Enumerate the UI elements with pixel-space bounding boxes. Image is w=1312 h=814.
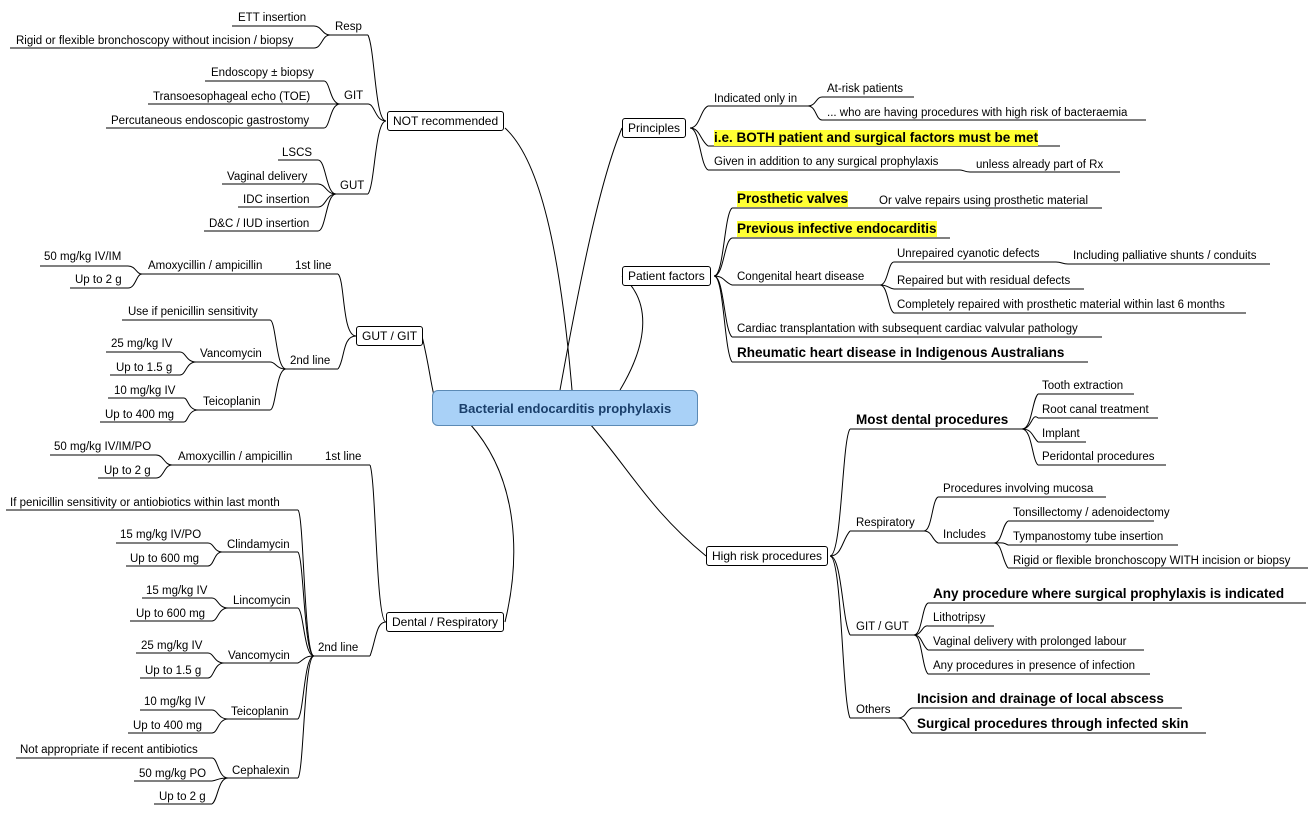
- leaf-root-canal[interactable]: Root canal treatment: [1042, 404, 1149, 416]
- node-most-dental-procedures[interactable]: Most dental procedures: [856, 412, 1009, 427]
- node-dental-1st-line[interactable]: 1st line: [325, 451, 362, 463]
- leaf-dental-amox-dose[interactable]: 50 mg/kg IV/IM/PO: [54, 441, 152, 453]
- leaf-rheumatic-heart-disease[interactable]: Rheumatic heart disease in Indigenous Au…: [737, 345, 1065, 360]
- leaf-high-risk-bacteraemia[interactable]: ... who are having procedures with high …: [827, 107, 1128, 119]
- node-resp[interactable]: Resp: [335, 21, 362, 33]
- node-gutgit-teicoplanin[interactable]: Teicoplanin: [203, 396, 261, 408]
- leaf-bronchoscopy-biopsy[interactable]: Rigid or flexible bronchoscopy WITH inci…: [1013, 555, 1291, 567]
- leaf-palliative-shunts[interactable]: Including palliative shunts / conduits: [1073, 250, 1257, 262]
- leaf-peg[interactable]: Percutaneous endoscopic gastrostomy: [111, 115, 310, 127]
- leaf-dental-amox-max[interactable]: Up to 2 g: [104, 465, 151, 477]
- node-gutgit-2nd-line[interactable]: 2nd line: [290, 355, 331, 367]
- node-cephalexin[interactable]: Cephalexin: [232, 765, 290, 777]
- node-gut[interactable]: GUT: [340, 180, 365, 192]
- leaf-clinda-max[interactable]: Up to 600 mg: [130, 553, 200, 565]
- node-dental-amoxycillin[interactable]: Amoxycillin / ampicillin: [178, 451, 293, 463]
- node-dental-vancomycin[interactable]: Vancomycin: [228, 650, 290, 662]
- leaf-dental-teic-max[interactable]: Up to 400 mg: [133, 720, 203, 732]
- leaf-mucosa[interactable]: Procedures involving mucosa: [943, 483, 1094, 495]
- leaf-dental-pen-sensitivity[interactable]: If penicillin sensitivity or antiobiotic…: [10, 497, 280, 509]
- node-hr-respiratory[interactable]: Respiratory: [856, 517, 915, 529]
- leaf-dental-teic-dose[interactable]: 10 mg/kg IV: [144, 696, 206, 708]
- leaf-previous-ie[interactable]: Previous infective endocarditis: [737, 221, 937, 237]
- node-includes[interactable]: Includes: [943, 529, 986, 541]
- leaf-dental-vanc-dose[interactable]: 25 mg/kg IV: [141, 640, 203, 652]
- leaf-prolonged-labour[interactable]: Vaginal delivery with prolonged labour: [933, 636, 1127, 648]
- leaf-valve-repairs[interactable]: Or valve repairs using prosthetic materi…: [879, 195, 1088, 207]
- node-high-risk-procedures[interactable]: High risk procedures: [706, 546, 829, 566]
- leaf-implant[interactable]: Implant: [1042, 428, 1080, 440]
- node-gutgit-vancomycin[interactable]: Vancomycin: [200, 348, 262, 360]
- leaf-linco-max[interactable]: Up to 600 mg: [136, 608, 206, 620]
- node-not-recommended[interactable]: NOT recommended: [387, 111, 505, 131]
- leaf-tonsillectomy[interactable]: Tonsillectomy / adenoidectomy: [1013, 507, 1170, 519]
- leaf-idc-insertion[interactable]: IDC insertion: [243, 194, 310, 206]
- leaf-gutgit-teic-max[interactable]: Up to 400 mg: [105, 409, 175, 421]
- leaf-vaginal-delivery[interactable]: Vaginal delivery: [227, 171, 308, 183]
- leaf-lithotripsy[interactable]: Lithotripsy: [933, 612, 986, 624]
- node-git[interactable]: GIT: [344, 90, 364, 102]
- leaf-incision-drainage[interactable]: Incision and drainage of local abscess: [917, 691, 1164, 706]
- leaf-tympanostomy[interactable]: Tympanostomy tube insertion: [1013, 531, 1164, 543]
- leaf-any-surgical-prophylaxis[interactable]: Any procedure where surgical prophylaxis…: [933, 586, 1285, 601]
- leaf-both-factors[interactable]: i.e. BOTH patient and surgical factors m…: [714, 130, 1039, 146]
- node-unrepaired-cyanotic[interactable]: Unrepaired cyanotic defects: [897, 248, 1040, 260]
- node-gut-git[interactable]: GUT / GIT: [356, 326, 424, 346]
- node-hr-others[interactable]: Others: [856, 704, 891, 716]
- node-dental-2nd-line[interactable]: 2nd line: [318, 642, 359, 654]
- node-principles[interactable]: Principles: [622, 118, 687, 138]
- leaf-tooth-extraction[interactable]: Tooth extraction: [1042, 380, 1124, 392]
- central-topic[interactable]: Bacterial endocarditis prophylaxis: [432, 390, 698, 426]
- leaf-gutgit-vanc-dose[interactable]: 25 mg/kg IV: [111, 338, 173, 350]
- node-clindamycin[interactable]: Clindamycin: [227, 539, 290, 551]
- leaf-toe[interactable]: Transoesophageal echo (TOE): [153, 91, 311, 103]
- leaf-dc-iud[interactable]: D&C / IUD insertion: [209, 218, 310, 230]
- leaf-prosthetic-valves[interactable]: Prosthetic valves: [737, 191, 849, 207]
- node-hr-git-gut[interactable]: GIT / GUT: [856, 621, 909, 633]
- leaf-gutgit-amox-dose[interactable]: 50 mg/kg IV/IM: [44, 251, 122, 263]
- node-lincomycin[interactable]: Lincomycin: [233, 595, 291, 607]
- leaf-infected-skin[interactable]: Surgical procedures through infected ski…: [917, 716, 1189, 731]
- leaf-linco-dose[interactable]: 15 mg/kg IV: [146, 585, 208, 597]
- leaf-gutgit-amox-max[interactable]: Up to 2 g: [75, 274, 122, 286]
- leaf-ceph-note[interactable]: Not appropriate if recent antibiotics: [20, 744, 198, 756]
- leaf-peridontal[interactable]: Peridontal procedures: [1042, 451, 1155, 463]
- node-indicated-only-in[interactable]: Indicated only in: [714, 93, 798, 105]
- leaf-ceph-max[interactable]: Up to 2 g: [159, 791, 206, 803]
- node-patient-factors[interactable]: Patient factors: [622, 266, 711, 286]
- leaf-lscs[interactable]: LSCS: [282, 147, 313, 159]
- leaf-at-risk-patients[interactable]: At-risk patients: [827, 83, 904, 95]
- leaf-gutgit-pen-sensitivity[interactable]: Use if penicillin sensitivity: [128, 306, 258, 318]
- node-gutgit-amoxycillin[interactable]: Amoxycillin / ampicillin: [148, 260, 263, 272]
- leaf-endoscopy[interactable]: Endoscopy ± biopsy: [211, 67, 314, 79]
- leaf-repaired-residual[interactable]: Repaired but with residual defects: [897, 275, 1071, 287]
- node-gutgit-1st-line[interactable]: 1st line: [295, 260, 332, 272]
- node-dental-respiratory[interactable]: Dental / Respiratory: [386, 612, 505, 632]
- leaf-cardiac-transplantation[interactable]: Cardiac transplantation with subsequent …: [737, 323, 1078, 335]
- node-dental-teicoplanin[interactable]: Teicoplanin: [231, 706, 289, 718]
- leaf-ett-insertion[interactable]: ETT insertion: [238, 12, 307, 24]
- leaf-ceph-dose[interactable]: 50 mg/kg PO: [139, 768, 207, 780]
- node-congenital-heart-disease[interactable]: Congenital heart disease: [737, 271, 865, 283]
- leaf-clinda-dose[interactable]: 15 mg/kg IV/PO: [120, 529, 202, 541]
- leaf-unless-part-of-rx[interactable]: unless already part of Rx: [976, 159, 1104, 171]
- leaf-presence-of-infection[interactable]: Any procedures in presence of infection: [933, 660, 1136, 672]
- leaf-dental-vanc-max[interactable]: Up to 1.5 g: [145, 665, 202, 677]
- leaf-bronchoscopy-no-biopsy[interactable]: Rigid or flexible bronchoscopy without i…: [16, 35, 294, 47]
- node-given-in-addition[interactable]: Given in addition to any surgical prophy…: [714, 156, 939, 168]
- leaf-gutgit-vanc-max[interactable]: Up to 1.5 g: [116, 362, 173, 374]
- leaf-completely-repaired[interactable]: Completely repaired with prosthetic mate…: [897, 299, 1225, 311]
- leaf-gutgit-teic-dose[interactable]: 10 mg/kg IV: [114, 385, 176, 397]
